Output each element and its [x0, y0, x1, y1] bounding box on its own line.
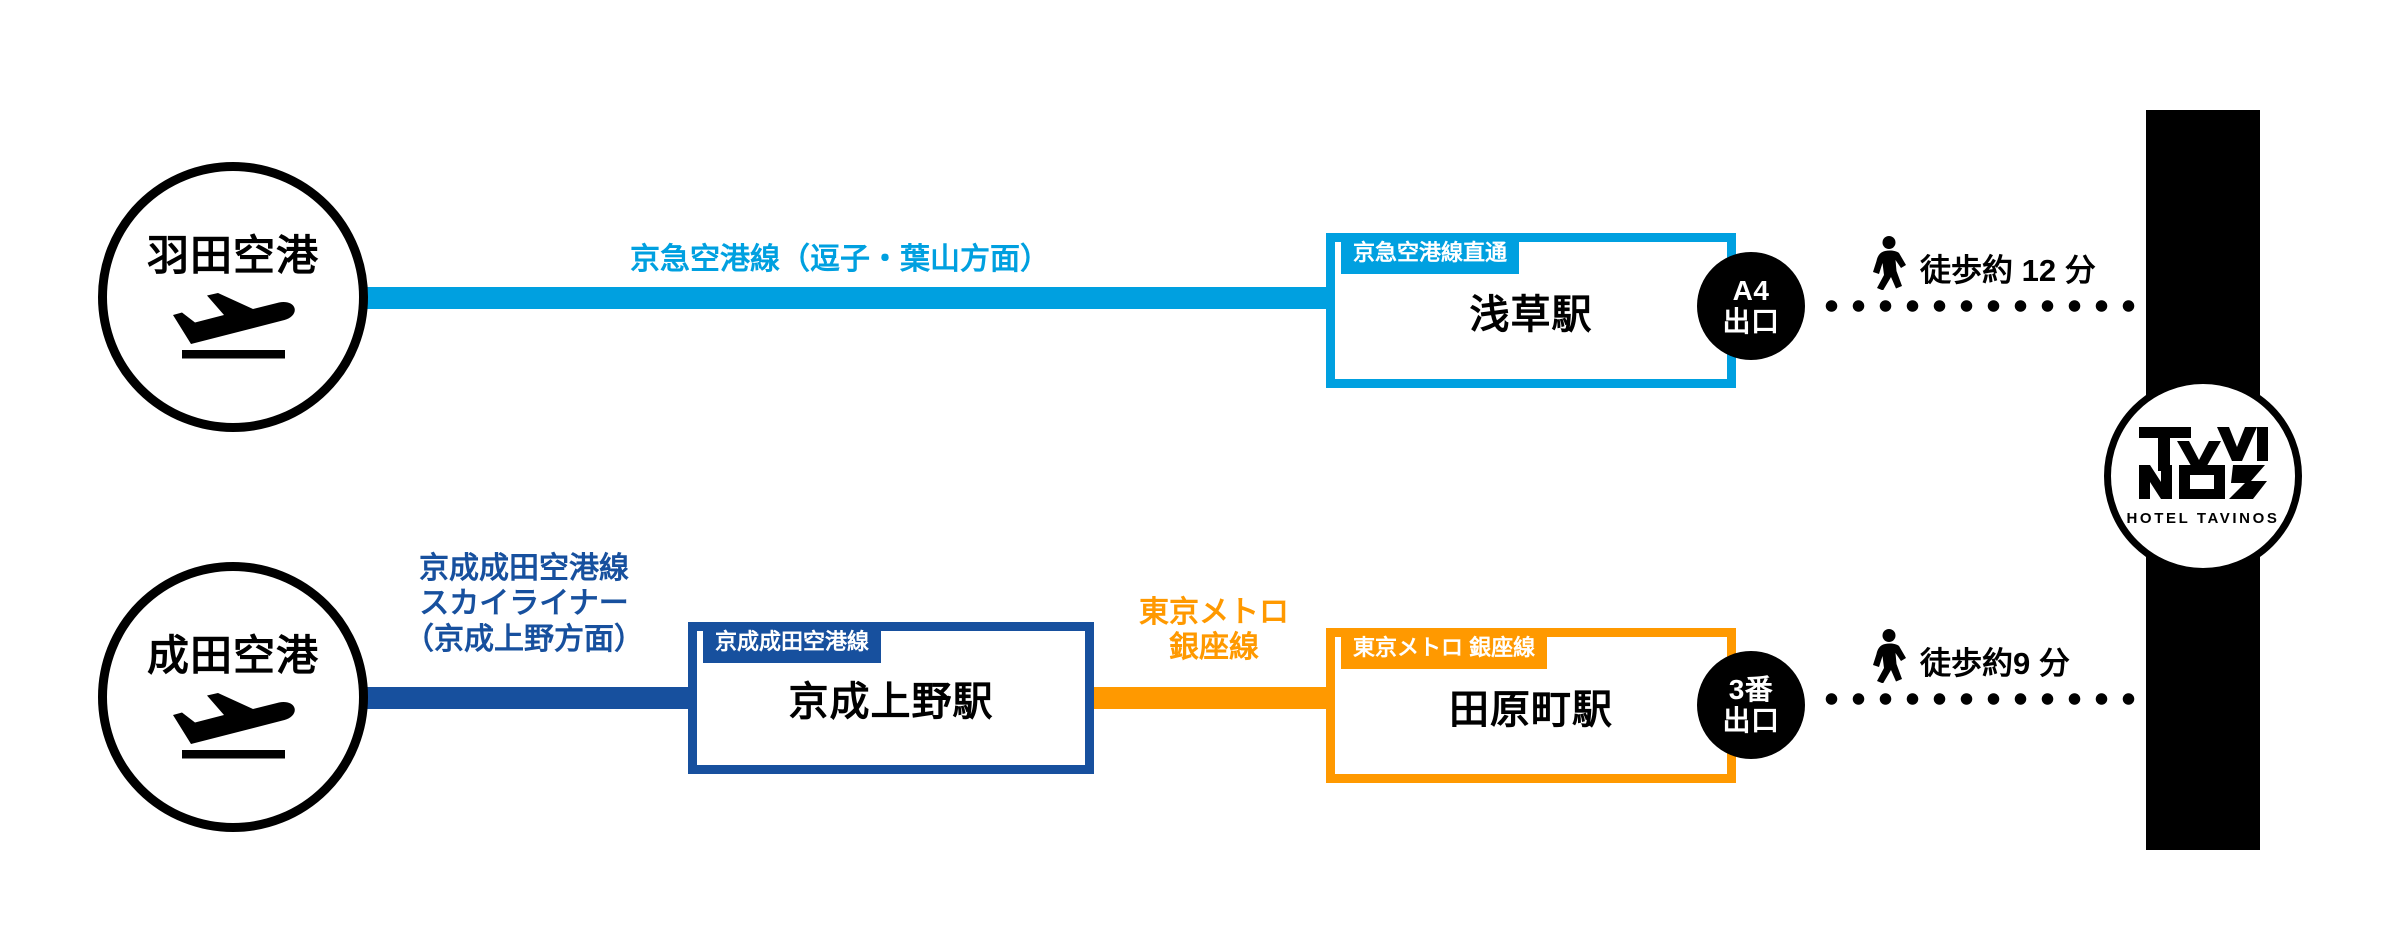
haneda-route-line [336, 287, 1334, 309]
narita-line-label: 京成成田空港線 スカイライナー （京成上野方面） [374, 551, 674, 657]
narita-line-label-line3: （京成上野方面） [404, 622, 644, 656]
ginza-line-label: 東京メトロ 銀座線 [1096, 595, 1332, 666]
station-name: 浅草駅 [1469, 292, 1593, 337]
origin-haneda-airport[interactable]: 羽田空港 [98, 162, 368, 432]
ginza-line-label-line2: 銀座線 [1169, 631, 1259, 665]
station-tag-keisei-ueno: 京成成田空港線 [703, 622, 882, 663]
haneda-walk-dotted-line [1818, 299, 2156, 313]
narita-line-label-line1: 京成成田空港線 [419, 552, 629, 585]
narita-walk-time: 徒歩約9 分 [1920, 646, 2070, 681]
station-box-keisei-ueno[interactable]: 京成上野駅 [688, 622, 1094, 774]
narita-route-line [336, 687, 688, 709]
exit-badge-line2: 出口 [1722, 705, 1780, 736]
walking-person-icon [1872, 629, 1908, 683]
tavinos-wordmark-icon [2139, 427, 2268, 499]
airplane-departure-icon [167, 693, 299, 759]
station-name: 京成上野駅 [788, 680, 994, 724]
exit-badge-line2: 出口 [1722, 306, 1780, 337]
exit-badge-line1: 3番 [1728, 673, 1774, 705]
ginza-line-label-line1: 東京メトロ [1139, 596, 1289, 629]
origin-narita-airport[interactable]: 成田空港 [98, 562, 368, 832]
haneda-walk-time: 徒歩約 12 分 [1920, 253, 2096, 288]
hotel-logo-subtitle: HOTEL TAVINOS [2126, 510, 2280, 527]
exit-badge-line1: A4 [1732, 274, 1770, 306]
exit-badge-a4[interactable]: A4 出口 [1697, 252, 1805, 360]
exit-badge-no3[interactable]: 3番 出口 [1697, 651, 1805, 759]
narita-line-label-line2: スカイライナー [419, 587, 629, 621]
station-tag-tawaramachi: 東京メトロ 銀座線 [1341, 628, 1548, 669]
walking-person-icon [1872, 236, 1908, 290]
station-name: 田原町駅 [1449, 687, 1613, 732]
station-tag-asakusa: 京急空港線直通 [1341, 233, 1520, 274]
airport-name: 成田空港 [146, 632, 319, 679]
ginza-line-connector [1090, 687, 1338, 709]
hotel-tavinos-logo[interactable]: HOTEL TAVINOS [2104, 377, 2302, 575]
narita-walk-dotted-line [1818, 692, 2156, 706]
haneda-line-label: 京急空港線（逗子・葉山方面） [630, 243, 1050, 276]
airplane-departure-icon [167, 293, 299, 359]
airport-name: 羽田空港 [146, 232, 319, 279]
